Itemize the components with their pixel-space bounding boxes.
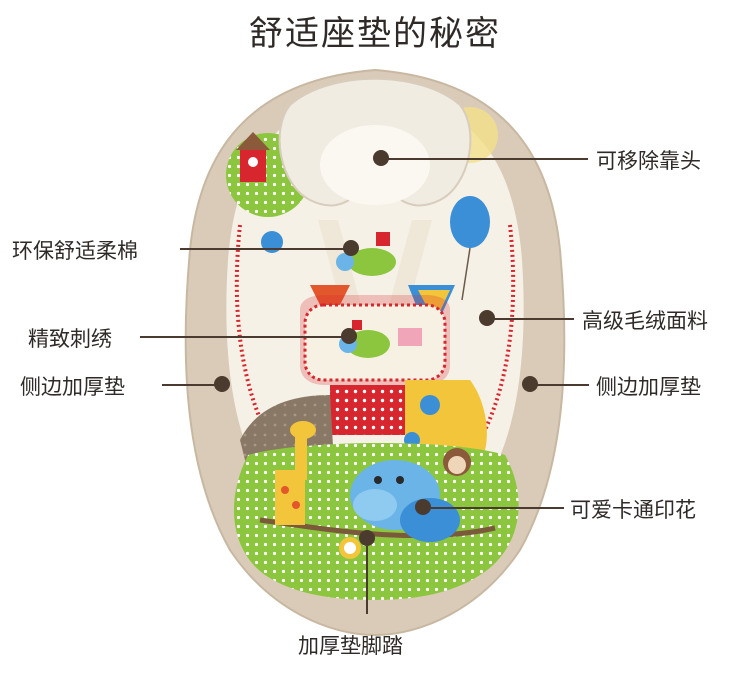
side-pad-right-leader-line	[537, 384, 589, 386]
callout-side-pad-left: 侧边加厚垫	[20, 375, 125, 399]
plush-fabric-leader-line	[494, 318, 574, 320]
footrest-leader-line	[366, 546, 368, 614]
callout-headrest: 可移除靠头	[596, 149, 701, 173]
callout-eco-cotton: 环保舒适柔棉	[12, 239, 138, 263]
side-pad-left-leader-line	[162, 384, 217, 386]
callout-cartoon-print: 可爱卡通印花	[570, 498, 696, 522]
headrest-leader-line	[388, 158, 588, 160]
cartoon-print-pointer-dot	[415, 499, 431, 515]
headrest-pointer-dot	[373, 150, 389, 166]
plush-fabric-pointer-dot	[479, 310, 495, 326]
page-title: 舒适座垫的秘密	[249, 14, 501, 54]
callout-side-pad-right: 侧边加厚垫	[596, 375, 701, 399]
eco-cotton-pointer-dot	[343, 240, 359, 256]
callout-footrest: 加厚垫脚踏	[298, 634, 403, 658]
side-pad-right-pointer-dot	[522, 376, 538, 392]
embroidery-leader-line	[140, 336, 343, 338]
callout-plush-fabric: 高级毛绒面料	[582, 309, 708, 333]
cartoon-print-leader-line	[430, 507, 564, 509]
eco-cotton-leader-line	[180, 248, 346, 250]
callout-embroidery: 精致刺绣	[28, 327, 112, 351]
footrest-pointer-dot	[359, 530, 375, 546]
side-pad-left-pointer-dot	[214, 376, 230, 392]
embroidery-pointer-dot	[341, 328, 357, 344]
